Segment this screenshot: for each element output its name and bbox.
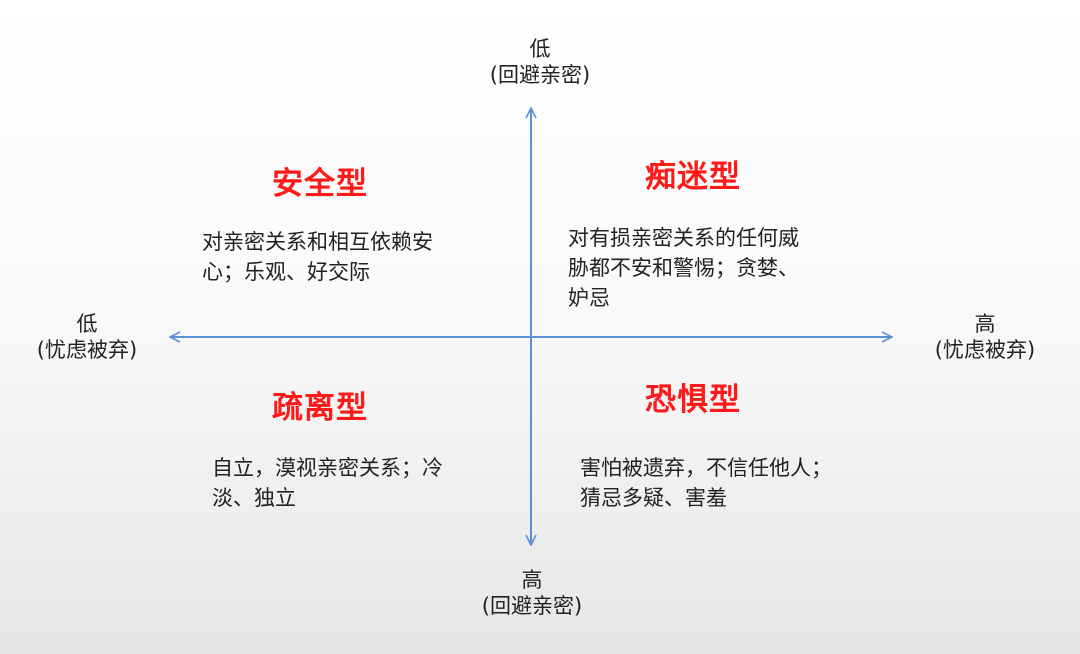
dismissing-quadrant-description: 自立，漠视亲密关系；冷 淡、独立	[212, 453, 443, 513]
preoccupied-quadrant-description: 对有损亲密关系的任何威 胁都不安和警惕；贪婪、 妒忌	[568, 223, 799, 313]
description-line: 胁都不安和警惕；贪婪、	[568, 256, 799, 280]
fearful-quadrant-description: 害怕被遗弃，不信任他人； 猜忌多疑、害羞	[580, 453, 832, 513]
preoccupied-quadrant-title: 痴迷型	[645, 159, 741, 195]
top-axis-label: 低 (回避亲密)	[465, 36, 615, 88]
left-axis-label: 低 (忧虑被弃)	[12, 311, 162, 363]
top-axis-level: 低	[529, 37, 551, 61]
description-line: 自立，漠视亲密关系；冷	[212, 456, 443, 480]
description-line: 对有损亲密关系的任何威	[568, 226, 799, 250]
fearful-quadrant-title: 恐惧型	[645, 382, 741, 418]
right-axis-dimension: (忧虑被弃)	[934, 338, 1036, 362]
description-line: 对亲密关系和相互依赖安	[202, 230, 433, 254]
bottom-axis-label: 高 (回避亲密)	[457, 567, 607, 619]
right-axis-level: 高	[974, 312, 996, 336]
left-axis-level: 低	[76, 312, 98, 336]
description-line: 猜忌多疑、害羞	[580, 486, 727, 510]
description-line: 淡、独立	[212, 486, 296, 510]
secure-quadrant-description: 对亲密关系和相互依赖安 心；乐观、好交际	[202, 227, 433, 287]
left-axis-dimension: (忧虑被弃)	[36, 338, 138, 362]
description-line: 心；乐观、好交际	[202, 260, 370, 284]
top-axis-dimension: (回避亲密)	[489, 63, 591, 87]
bottom-axis-dimension: (回避亲密)	[481, 594, 583, 618]
description-line: 害怕被遗弃，不信任他人；	[580, 456, 832, 480]
dismissing-quadrant-title: 疏离型	[272, 390, 368, 426]
description-line: 妒忌	[568, 286, 610, 310]
secure-quadrant-title: 安全型	[272, 166, 368, 202]
right-axis-label: 高 (忧虑被弃)	[910, 311, 1060, 363]
bottom-axis-level: 高	[521, 568, 543, 592]
